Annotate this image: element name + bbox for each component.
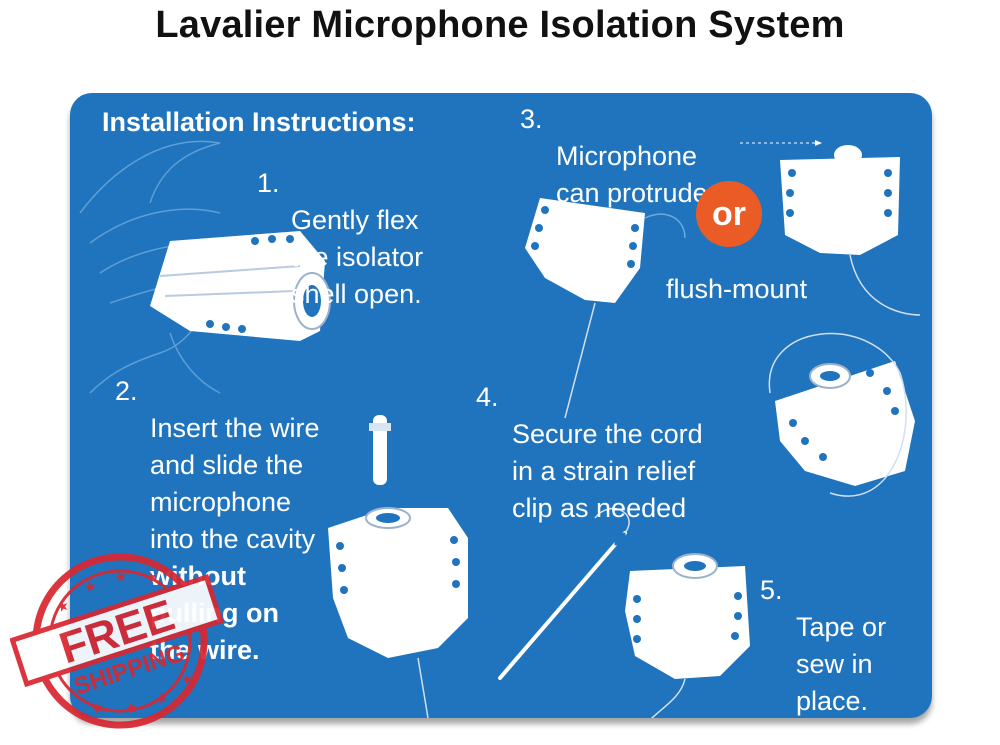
flush-mount-label: flush-mount [666,274,808,304]
needle-icon [498,507,630,680]
stamp-icon: ★ ★ ★ ★ ★ ★ ★ ★ FREE SHIPPING [9,553,224,729]
free-shipping-stamp: ★ ★ ★ ★ ★ ★ ★ ★ FREE SHIPPING [9,543,230,738]
svg-text:★: ★ [154,689,171,708]
illustrations [79,140,921,718]
svg-text:★: ★ [123,699,140,718]
svg-text:★: ★ [112,568,129,587]
svg-text:★: ★ [55,597,72,616]
svg-text:★: ★ [90,700,107,719]
step-1-text: Gently flex the isolator shell open. [291,205,424,309]
step-2-number: 2. [115,376,138,406]
or-badge: or [696,181,762,247]
isolator-shell-step2 [328,507,468,718]
isolator-shell-step3 [525,198,686,419]
svg-text:★: ★ [144,568,161,587]
cord-loop [768,332,907,497]
instructions-heading: Installation Instructions: [102,107,416,137]
step-3-text: Microphone can protrude [556,141,708,208]
isolator-shell-step4 [775,361,915,486]
svg-text:★: ★ [82,578,99,597]
isolator-shell-step1 [150,231,331,341]
step-4-text: Secure the cord in a strain relief clip … [512,419,703,523]
step-5-text: Tape or sew in place. [796,612,887,716]
isolator-shell-flush [780,145,921,316]
step-3-number: 3. [520,104,543,134]
step-4-number: 4. [476,382,499,412]
page-title: Lavalier Microphone Isolation System [155,4,845,46]
svg-text:★: ★ [179,670,196,689]
isolator-shell-step5 [625,553,750,718]
step-1-number: 1. [257,168,280,198]
microphone-step2 [369,415,391,485]
step-5-number: 5. [760,575,783,605]
